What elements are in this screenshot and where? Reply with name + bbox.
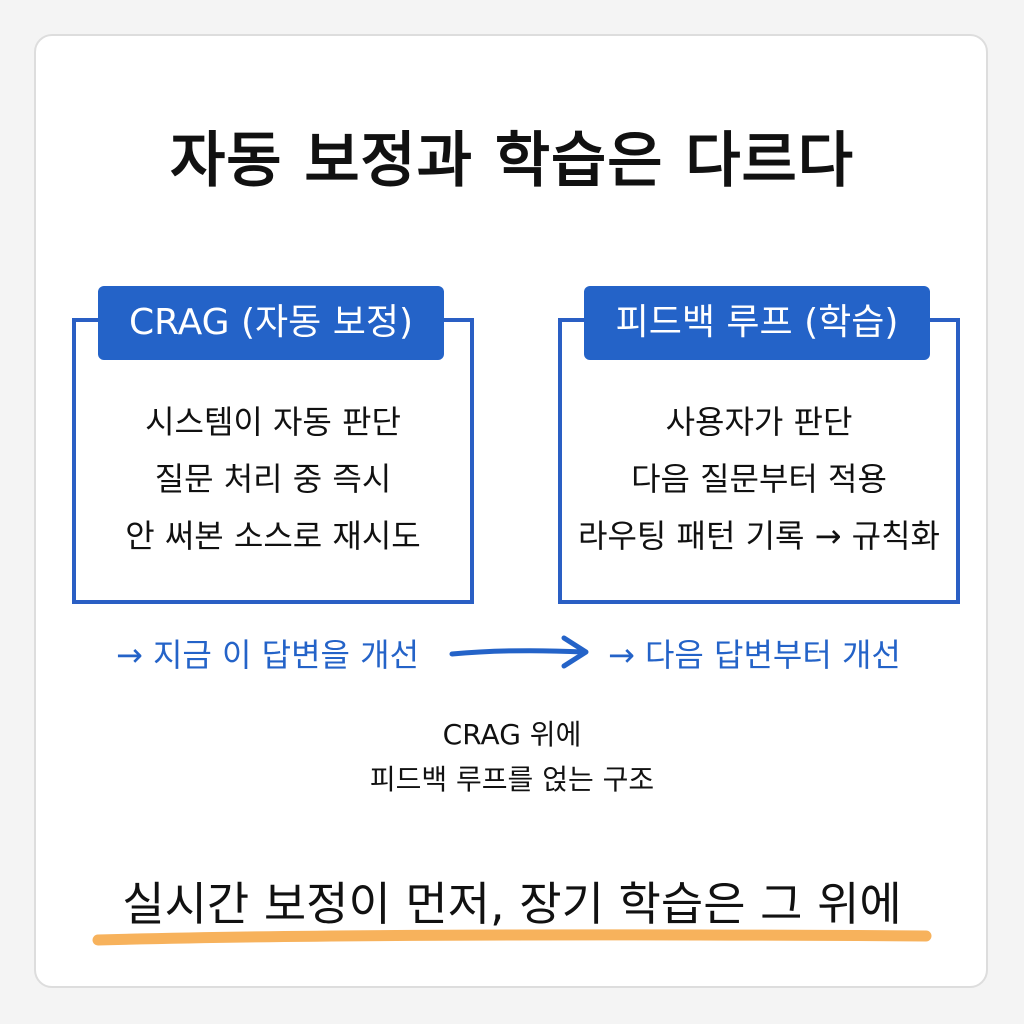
crag-line: 안 써본 소스로 재시도: [125, 517, 421, 555]
feedback-caption: → 다음 답변부터 개선: [608, 636, 901, 674]
bottom-summary: 실시간 보정이 먼저, 장기 학습은 그 위에: [122, 877, 902, 931]
crag-panel-header: CRAG (자동 보정): [98, 286, 444, 360]
feedback-line: 다음 질문부터 적용: [631, 460, 887, 498]
structure-note-line: 피드백 루프를 얹는 구조: [369, 763, 655, 796]
crag-line: 질문 처리 중 즉시: [154, 460, 392, 498]
structure-note: CRAG 위에 피드백 루프를 얹는 구조: [0, 712, 1024, 802]
feedback-line: 라우팅 패턴 기록 → 규칙화: [578, 517, 940, 555]
feedback-line: 사용자가 판단: [665, 403, 853, 441]
highlight-underline: [92, 929, 932, 946]
right-arrow-icon: [449, 635, 589, 669]
diagram-title: 자동 보정과 학습은 다르다: [170, 126, 854, 196]
crag-panel-lines: 시스템이 자동 판단 질문 처리 중 즉시 안 써본 소스로 재시도: [76, 394, 470, 565]
crag-panel: 시스템이 자동 판단 질문 처리 중 즉시 안 써본 소스로 재시도: [72, 318, 474, 604]
feedback-loop-panel-lines: 사용자가 판단 다음 질문부터 적용 라우팅 패턴 기록 → 규칙화: [562, 394, 956, 565]
structure-note-line: CRAG 위에: [442, 718, 582, 751]
crag-caption: → 지금 이 답변을 개선: [116, 636, 420, 674]
feedback-loop-panel-header: 피드백 루프 (학습): [584, 286, 930, 360]
feedback-loop-panel: 사용자가 판단 다음 질문부터 적용 라우팅 패턴 기록 → 규칙화: [558, 318, 960, 604]
crag-line: 시스템이 자동 판단: [145, 403, 401, 441]
